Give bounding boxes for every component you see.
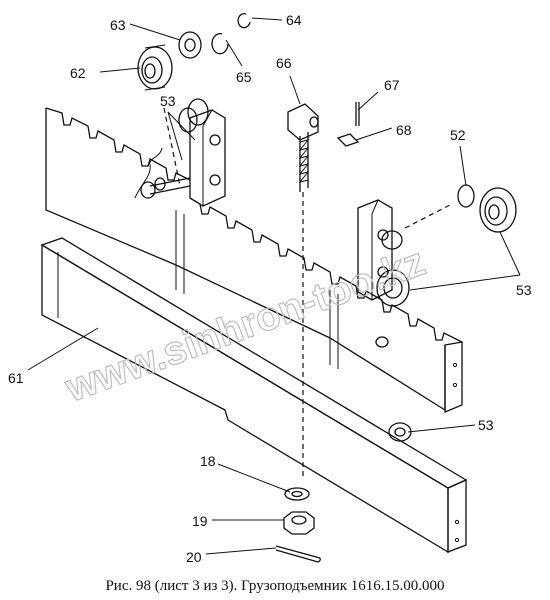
bearing-52-set	[457, 184, 517, 233]
label-67: 67	[384, 77, 400, 93]
cotter-pin-20	[275, 545, 321, 563]
label-68: 68	[396, 122, 412, 138]
castle-nut-19	[283, 511, 315, 535]
label-63: 63	[110, 17, 126, 33]
bearing-53-lower	[388, 422, 412, 442]
label-19: 19	[192, 513, 208, 529]
left-roller-bracket	[134, 98, 226, 207]
watermark-text: www.sinhron-too.kz	[59, 240, 431, 411]
bearing-62	[137, 44, 173, 91]
label-62: 62	[70, 65, 86, 81]
leader-lines	[27, 17, 521, 555]
assembly-center-lines	[163, 107, 451, 478]
ring-65	[211, 33, 229, 55]
label-53-lower: 53	[478, 417, 494, 433]
right-roller-bracket	[357, 199, 410, 307]
pin-67	[355, 102, 360, 126]
clip-64	[237, 13, 251, 29]
label-66: 66	[276, 55, 292, 71]
label-20: 20	[186, 549, 202, 565]
label-53-right: 53	[516, 282, 532, 298]
label-64: 64	[286, 12, 302, 28]
label-52: 52	[450, 127, 466, 143]
label-61: 61	[8, 370, 24, 386]
lower-bar-61	[40, 237, 468, 554]
label-53-upper: 53	[160, 93, 176, 109]
label-18: 18	[200, 453, 216, 469]
label-65: 65	[236, 69, 252, 85]
washer-68	[336, 133, 360, 147]
upper-rack-bar	[45, 107, 463, 413]
bolt-66	[287, 103, 319, 192]
washer-18	[284, 487, 310, 501]
bearing-63	[178, 31, 202, 59]
figure-caption: Рис. 98 (лист 3 из 3). Грузоподъемник 16…	[105, 578, 444, 594]
